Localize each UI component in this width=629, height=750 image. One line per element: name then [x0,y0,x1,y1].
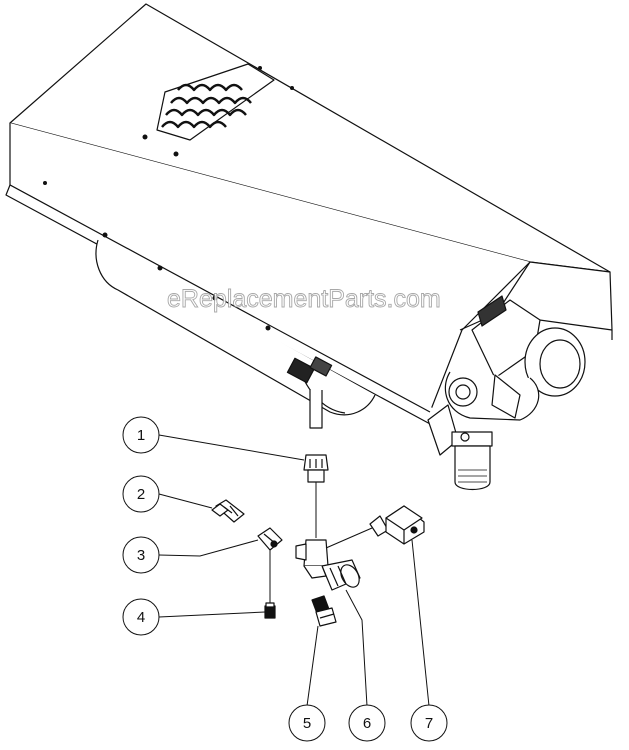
part-5-street-elbow [311,595,337,627]
part-2-hose-barb [211,499,245,523]
bolt-holes [43,66,462,412]
callout-6-label: 6 [363,715,371,732]
leader-3 [158,539,259,557]
part-3-elbow [257,527,283,551]
callout-3: 3 [122,536,160,574]
callout-1-label: 1 [137,427,145,444]
callout-2-label: 2 [137,486,145,503]
leader-lines [158,434,430,707]
leader-4 [158,611,266,618]
callout-3-label: 3 [137,547,145,564]
burner-motor [427,295,586,456]
data-plate [286,357,315,384]
leader-6 [345,589,368,707]
callout-4-label: 4 [137,609,145,626]
pickup-tube [309,390,323,429]
part-6-tee-valve [295,539,361,591]
leader-7 [411,539,430,707]
part-1-fitting [303,454,329,483]
leader-5 [306,625,319,707]
callout-1: 1 [122,416,160,454]
callouts: 1 2 3 4 5 6 7 [122,416,448,742]
heater-assembly [5,3,613,491]
callout-7-label: 7 [425,715,433,732]
callout-2: 2 [122,475,160,513]
leader-2 [158,493,213,509]
callout-5-label: 5 [303,715,311,732]
fitting-parts [211,454,425,627]
callout-6: 6 [348,704,386,742]
fuel-filter [451,431,493,491]
part-4-nipple [264,602,276,619]
leader-1 [158,434,305,461]
callout-5: 5 [288,704,326,742]
callout-7: 7 [410,704,448,742]
part-7-solenoid [369,505,425,545]
watermark-text: eReplacementParts.com [167,285,441,313]
vent-grille [156,63,275,141]
callout-4: 4 [122,598,160,636]
